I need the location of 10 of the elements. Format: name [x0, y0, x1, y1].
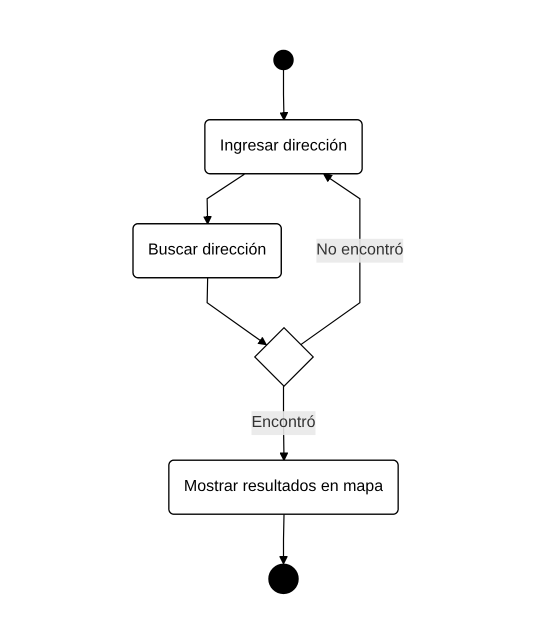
- edge-label: Encontró: [252, 414, 316, 431]
- arrow: [280, 69, 288, 120]
- node-circle: [274, 49, 294, 70]
- edge-label: No encontró: [316, 241, 404, 258]
- arrow: [300, 174, 361, 345]
- node-diamond: [254, 326, 314, 387]
- arrow: [206, 278, 268, 345]
- arrow: [203, 173, 245, 224]
- node-circle: [268, 563, 299, 594]
- arrow: [279, 514, 288, 564]
